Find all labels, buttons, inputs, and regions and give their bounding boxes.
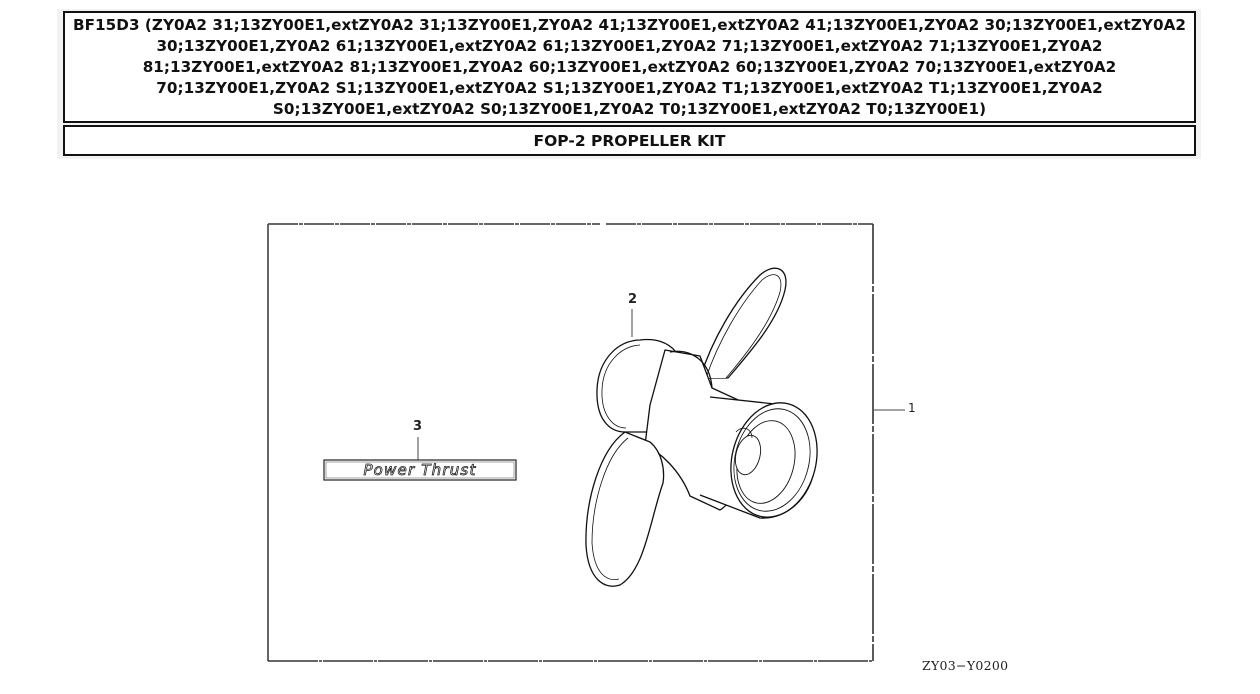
model-title: BF15D3 (ZY0A2 31;13ZY00E1,extZY0A2 31;13… xyxy=(73,15,1186,118)
model-title-box: BF15D3 (ZY0A2 31;13ZY00E1,extZY0A2 31;13… xyxy=(63,11,1196,123)
propeller-drawing[interactable] xyxy=(585,267,829,587)
callout-3[interactable]: 3 xyxy=(413,419,423,434)
callout-1[interactable]: 1 xyxy=(908,401,916,415)
diagram-code: ZY03−Y0200 xyxy=(922,658,1009,673)
emblem-text: Power Thrust xyxy=(363,461,476,479)
power-thrust-emblem[interactable]: Power Thrust xyxy=(323,459,517,481)
callout-2[interactable]: 2 xyxy=(628,292,638,307)
diagram-frame xyxy=(267,223,874,662)
section-title: FOP-2 PROPELLER KIT xyxy=(533,131,726,150)
section-title-box: FOP-2 PROPELLER KIT xyxy=(63,125,1196,156)
